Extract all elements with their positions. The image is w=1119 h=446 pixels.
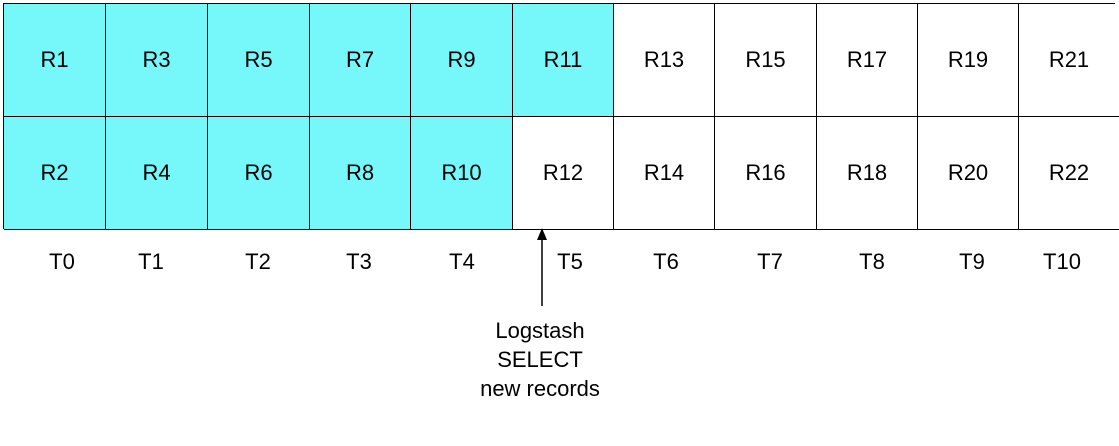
record-cell: R3 <box>106 4 208 117</box>
caption-line-2: SELECT <box>497 347 583 372</box>
record-cell: R18 <box>817 117 918 230</box>
record-cell: R20 <box>918 117 1019 230</box>
record-cell: R13 <box>614 4 715 117</box>
record-cell: R5 <box>208 4 310 117</box>
time-label: T1 <box>138 249 164 274</box>
record-cell: R2 <box>4 117 106 230</box>
record-cell: R16 <box>715 117 817 230</box>
pointer-arrow-icon <box>537 228 547 306</box>
time-label: T2 <box>245 249 271 274</box>
record-cell: R9 <box>411 4 513 117</box>
time-label: T8 <box>859 249 885 274</box>
record-cell: R14 <box>614 117 715 230</box>
caption-line-3: new records <box>480 376 600 401</box>
time-label: T4 <box>449 249 475 274</box>
record-cell: R15 <box>715 4 817 117</box>
record-cell: R22 <box>1019 117 1119 230</box>
record-cell: R10 <box>411 117 513 230</box>
time-label: T5 <box>557 249 583 274</box>
record-cell: R6 <box>208 117 310 230</box>
caption-line-1: Logstash <box>495 318 585 343</box>
time-label: T0 <box>49 249 75 274</box>
logstash-caption: Logstash SELECT new records <box>480 316 600 403</box>
time-label: T3 <box>346 249 372 274</box>
record-cell: R1 <box>4 4 106 117</box>
record-cell: R4 <box>106 117 208 230</box>
record-cell: R12 <box>513 117 614 230</box>
record-cell: R17 <box>817 4 918 117</box>
record-cell: R8 <box>310 117 411 230</box>
time-label: T6 <box>653 249 679 274</box>
record-cell: R7 <box>310 4 411 117</box>
time-label: T10 <box>1043 249 1081 274</box>
record-cell: R19 <box>918 4 1019 117</box>
time-label: T7 <box>757 249 783 274</box>
time-label: T9 <box>959 249 985 274</box>
record-cell: R21 <box>1019 4 1119 117</box>
record-cell: R11 <box>513 4 614 117</box>
